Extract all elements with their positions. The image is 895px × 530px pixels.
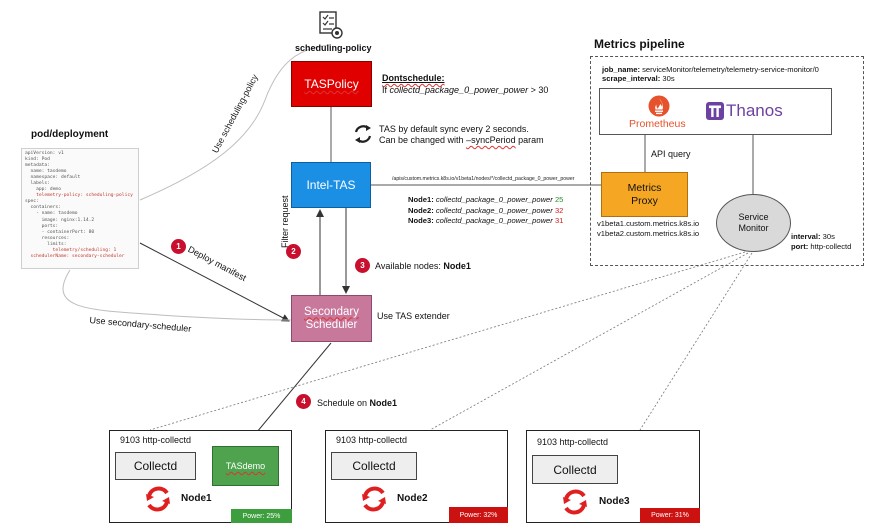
node1-tasdemo-pod[interactable]: TASdemo bbox=[212, 446, 279, 486]
scrape-interval: scrape_interval: 30s bbox=[602, 74, 675, 83]
pod-deployment-yaml: apiVersion: v1 kind: Pod metadata: name:… bbox=[21, 148, 139, 269]
use-tas-extender-label: Use TAS extender bbox=[377, 311, 450, 321]
yaml-line: - name: tasdemo bbox=[25, 211, 78, 217]
prometheus-label: Prometheus bbox=[629, 118, 686, 130]
edge-scrape-node1 bbox=[149, 251, 746, 431]
scheduling-policy-label: scheduling-policy bbox=[295, 43, 372, 53]
yaml-line: kind: Pod bbox=[25, 157, 50, 163]
node2-openshift-icon bbox=[359, 484, 389, 514]
edge-deploy-manifest bbox=[139, 242, 290, 322]
intel-tas-label: Intel-TAS bbox=[306, 178, 356, 192]
intel-tas-box[interactable]: Intel-TAS bbox=[291, 162, 371, 208]
metrics-proxy-line1: Metrics bbox=[627, 181, 662, 194]
node3-name: Node3 bbox=[599, 496, 630, 507]
yaml-line: telemetry/scheduling: 1 bbox=[25, 247, 117, 253]
pod-deployment-title: pod/deployment bbox=[31, 129, 109, 140]
step-badge-4: 4 bbox=[296, 394, 311, 409]
node-metric-row: Node2: collectd_package_0_power_power 32 bbox=[408, 205, 564, 215]
thanos-icon bbox=[706, 102, 724, 120]
node3-port: 9103 http-collectd bbox=[537, 437, 609, 447]
yaml-line: resources: bbox=[25, 235, 70, 241]
api-path-label: /apis/custom.metrics.k8s.io/v1beta1/node… bbox=[392, 176, 575, 182]
node-metric-row: Node1: collectd_package_0_power_power 25 bbox=[408, 195, 564, 204]
node1-openshift-icon bbox=[143, 484, 173, 514]
node2-name: Node2 bbox=[397, 493, 428, 504]
prometheus-thanos-box[interactable]: Prometheus Thanos bbox=[599, 88, 832, 135]
node1-collectd[interactable]: Collectd bbox=[115, 452, 196, 480]
step-badge-2: 2 bbox=[286, 244, 301, 259]
node1-power-badge: Power: 25% bbox=[231, 509, 292, 523]
node2-power-badge: Power: 32% bbox=[449, 507, 508, 523]
node-metric-row: Node3: collectd_package_0_power_power 31 bbox=[408, 216, 564, 225]
metrics-pipeline-frame bbox=[590, 56, 864, 266]
node1-name: Node1 bbox=[181, 493, 212, 504]
edge-use-scheduling-policy bbox=[139, 44, 331, 201]
secondary-scheduler-line1: Secondary bbox=[304, 305, 359, 318]
prometheus-icon bbox=[648, 95, 670, 117]
node1-port: 9103 http-collectd bbox=[120, 435, 192, 445]
edge-scrape-node3 bbox=[639, 252, 753, 431]
metrics-pipeline-title: Metrics pipeline bbox=[594, 37, 685, 51]
service-monitor-port: port: http-collectd bbox=[791, 242, 852, 251]
service-monitor-interval: interval: 30s bbox=[791, 232, 835, 241]
edge-schedule-on-node1 bbox=[246, 342, 332, 445]
step-badge-3: 3 bbox=[355, 258, 370, 273]
node-metrics-list: Node1: collectd_package_0_power_power 25… bbox=[408, 195, 563, 227]
available-nodes-label: Available nodes: Node1 bbox=[375, 261, 471, 271]
sync-note-line1: TAS by default sync every 2 seconds. bbox=[379, 124, 529, 134]
sync-note-line2: Can be changed with –syncPeriod param bbox=[379, 135, 544, 145]
tas-policy-rule: If collectd_package_0_power_power > 30 bbox=[382, 85, 549, 95]
thanos-label: Thanos bbox=[726, 101, 783, 120]
secondary-scheduler-box[interactable]: Secondary Scheduler bbox=[291, 295, 372, 342]
yaml-line: namespace: default bbox=[25, 175, 81, 181]
yaml-line: metadata: bbox=[25, 163, 50, 169]
tas-policy-label: TASPolicy bbox=[304, 77, 359, 91]
job-name: job_name: serviceMonitor/telemetry/telem… bbox=[602, 65, 819, 74]
node2-port: 9103 http-collectd bbox=[336, 435, 408, 445]
yaml-line: - containerPort: 80 bbox=[25, 229, 95, 235]
node2-collectd[interactable]: Collectd bbox=[331, 452, 417, 480]
service-monitor-line2: Monitor bbox=[738, 223, 769, 233]
step-badge-1: 1 bbox=[171, 239, 186, 254]
secondary-scheduler-line2: Scheduler bbox=[305, 318, 358, 331]
tas-policy-box[interactable]: TASPolicy bbox=[291, 61, 372, 107]
node3-power-badge: Power: 31% bbox=[640, 508, 700, 523]
api-query-label: API query bbox=[651, 149, 691, 159]
yaml-line: telemetry-policy: scheduling-policy bbox=[25, 193, 133, 199]
edge-use-secondary-scheduler bbox=[62, 269, 292, 321]
node3-box[interactable]: 9103 http-collectd Collectd Node3 Power:… bbox=[526, 430, 700, 523]
yaml-line: name: tasdemo bbox=[25, 169, 67, 175]
yaml-line: image: nginx:1.14.2 bbox=[25, 217, 95, 223]
proxy-api-2: v1beta2.custom.metrics.k8s.io bbox=[597, 229, 700, 238]
yaml-line: limits: bbox=[25, 241, 67, 247]
yaml-line: ports: bbox=[25, 223, 59, 229]
node3-collectd[interactable]: Collectd bbox=[532, 455, 618, 484]
node1-box[interactable]: 9103 http-collectd Collectd TASdemo Node… bbox=[109, 430, 292, 523]
metrics-proxy-line2: Proxy bbox=[631, 194, 658, 207]
yaml-line: app: demo bbox=[25, 187, 61, 193]
node2-box[interactable]: 9103 http-collectd Collectd Node2 Power:… bbox=[325, 430, 508, 523]
proxy-api-1: v1beta1.custom.metrics.k8s.io bbox=[597, 219, 700, 228]
edge-scrape-node2 bbox=[429, 252, 749, 431]
filter-request-label: Filter request bbox=[280, 195, 290, 248]
checklist-icon bbox=[318, 11, 344, 41]
yaml-line: spec: bbox=[25, 199, 39, 205]
yaml-line: containers: bbox=[25, 205, 61, 211]
node3-openshift-icon bbox=[560, 487, 590, 517]
yaml-line: schedulerName: secondary-scheduler bbox=[25, 253, 125, 259]
schedule-on-label: Schedule on Node1 bbox=[317, 398, 398, 408]
yaml-line: labels: bbox=[25, 181, 50, 187]
metrics-proxy-box[interactable]: Metrics Proxy bbox=[601, 172, 688, 217]
service-monitor-line1: Service bbox=[738, 212, 769, 222]
service-monitor-circle[interactable]: Service Monitor bbox=[716, 194, 791, 252]
yaml-line: apiVersion: v1 bbox=[25, 151, 64, 156]
tas-policy-rule-title: Dontschedule: bbox=[382, 73, 445, 83]
sync-icon bbox=[352, 123, 374, 145]
